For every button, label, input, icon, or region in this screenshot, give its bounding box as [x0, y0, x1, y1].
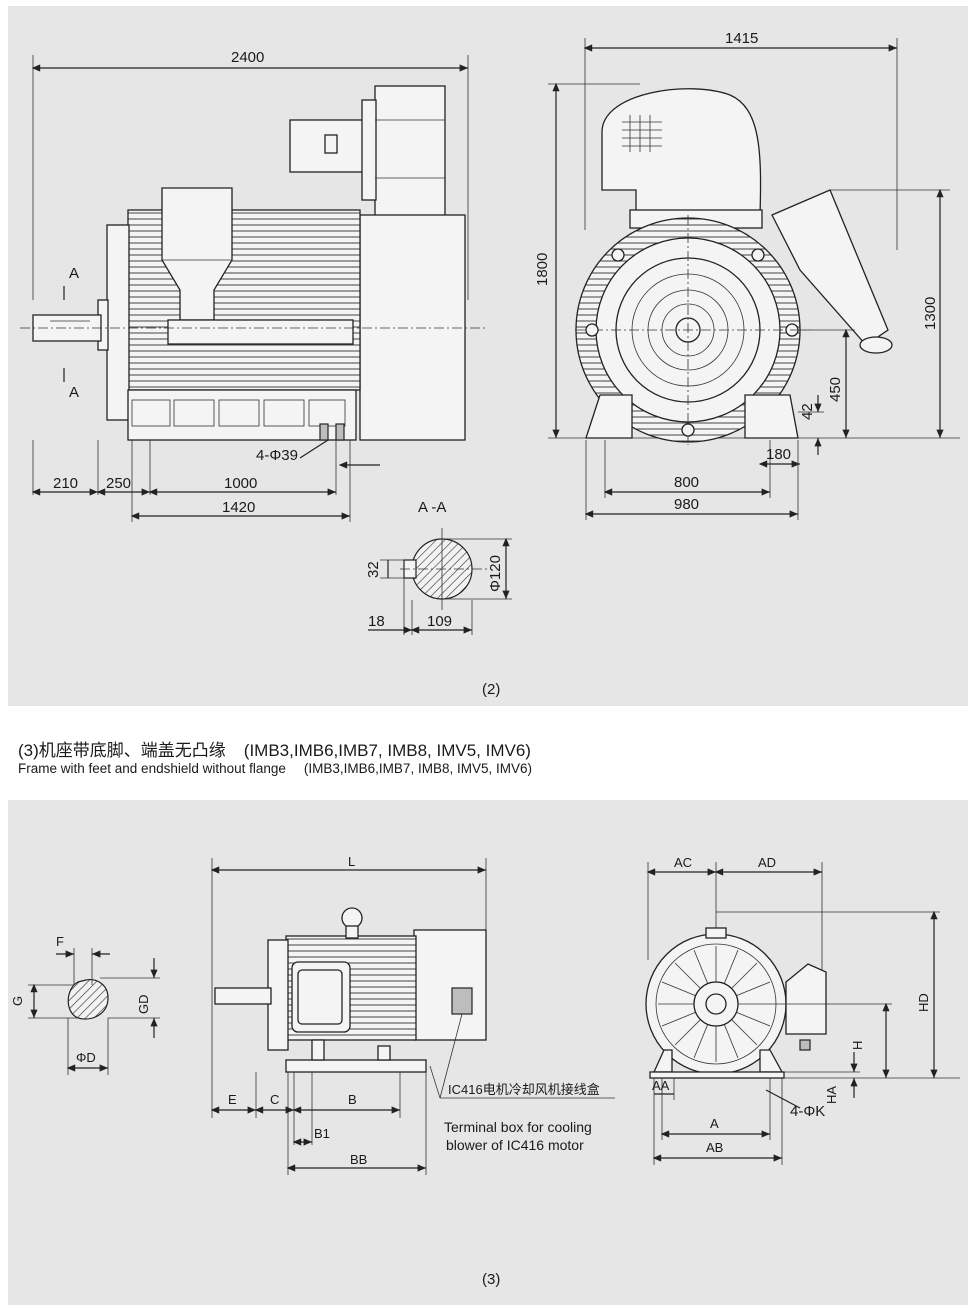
cooler-box-shape — [413, 929, 487, 1041]
shaft-end-shape — [67, 979, 109, 1020]
annotation-cn: IC416电机冷却风机接线盒 — [448, 1082, 600, 1097]
label-f: F — [56, 934, 64, 949]
blower-housing-shape — [374, 85, 446, 217]
label-d: ΦD — [76, 1050, 96, 1065]
dim-foot-thickness: 42 — [799, 403, 816, 420]
top-side-view: A A — [20, 55, 485, 522]
top-front-view — [548, 38, 960, 520]
dim-overall-length: 2400 — [231, 49, 264, 66]
dim-terminal-height: 1300 — [922, 297, 939, 330]
label-c: C — [270, 1092, 279, 1107]
dim-overall-width: 1415 — [725, 30, 758, 47]
dim-key-width: 18 — [368, 613, 385, 630]
dim-keyway-height: 32 — [365, 561, 382, 578]
annotation-en-line1: Terminal box for cooling — [444, 1119, 592, 1135]
cooler-hood-shape — [359, 214, 466, 441]
caption-chinese: (3)机座带底脚、端盖无凸缘 (IMB3,IMB6,IMB7, IMB8, IMV… — [18, 736, 531, 761]
label-l: L — [348, 854, 355, 869]
section-title: A -A — [418, 499, 446, 516]
bottom-shaft-end-view — [28, 948, 160, 1075]
label-ab: AB — [706, 1140, 723, 1155]
annotation-en-line2: blower of IC416 motor — [446, 1137, 584, 1153]
dim-shaft-to-foot: 250 — [106, 475, 131, 492]
figure-number-2: (2) — [482, 681, 500, 698]
label-hd: HD — [916, 993, 931, 1012]
blower-shroud-shape — [601, 88, 762, 216]
section-mark-a-bottom: A — [69, 384, 79, 401]
label-ac: AC — [674, 855, 692, 870]
label-h: H — [850, 1041, 865, 1050]
label-ad: AD — [758, 855, 776, 870]
caption-english: Frame with feet and endshield without fl… — [18, 761, 532, 776]
figure-number-3: (3) — [482, 1271, 500, 1288]
dim-shaft-diameter: Φ120 — [487, 555, 504, 592]
section-mark-a-top: A — [69, 265, 79, 282]
dim-foot-holes: 4-Φ39 — [256, 447, 298, 464]
dim-base-width: 980 — [674, 496, 699, 513]
shaft-side-shape — [214, 987, 272, 1005]
dim-shaft-extension: 210 — [53, 475, 78, 492]
section-a-a — [368, 528, 512, 635]
blower-terminal-box-shape — [451, 987, 473, 1015]
dim-shaft-height: 450 — [827, 377, 844, 402]
dim-base-length: 1420 — [222, 499, 255, 516]
label-ha: HA — [824, 1086, 839, 1104]
label-e: E — [228, 1092, 237, 1107]
caption-english-codes: (IMB3,IMB6,IMB7, IMB8, IMV5, IMV6) — [303, 761, 532, 776]
dim-foot-width: 180 — [766, 446, 791, 463]
dim-key-depth: 109 — [427, 613, 452, 630]
dim-foot-center-width: 800 — [674, 474, 699, 491]
caption-english-text: Frame with feet and endshield without fl… — [18, 761, 286, 776]
bottom-side-view — [210, 858, 615, 1175]
caption-chinese-codes: (IMB3,IMB6,IMB7, IMB8, IMV5, IMV6) — [243, 741, 531, 760]
label-gd: GD — [136, 995, 151, 1015]
label-k: 4-ΦK — [790, 1103, 825, 1120]
bottom-front-view — [645, 862, 960, 1165]
bottom-drawing-panel — [8, 800, 968, 1305]
label-b1: B1 — [314, 1126, 330, 1141]
front-terminal-box-shape — [785, 963, 827, 1035]
foot-shape — [285, 1059, 427, 1073]
label-aa: AA — [652, 1078, 670, 1093]
label-a: A — [710, 1116, 719, 1131]
dim-overall-height: 1800 — [534, 253, 551, 286]
lifting-eye-shape — [341, 907, 363, 929]
label-bb: BB — [350, 1152, 367, 1167]
dim-foot-hole-spacing: 1000 — [224, 475, 257, 492]
base-shape — [127, 389, 357, 441]
label-g: G — [10, 996, 25, 1006]
caption-chinese-text: (3)机座带底脚、端盖无凸缘 — [18, 741, 226, 760]
label-b: B — [348, 1092, 357, 1107]
end-shield-shape — [106, 224, 130, 421]
